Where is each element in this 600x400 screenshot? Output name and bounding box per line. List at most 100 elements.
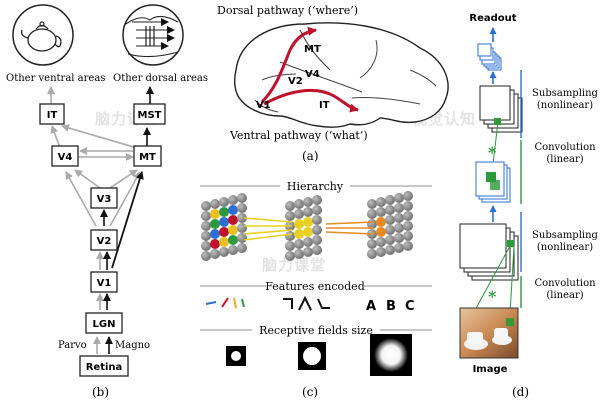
neuron-grid-layer3 bbox=[367, 191, 413, 259]
neuron-grid-layer1 bbox=[201, 193, 247, 261]
neuron-ball bbox=[285, 241, 295, 251]
svg-text:A: A bbox=[366, 299, 376, 314]
area-v1: V1 bbox=[256, 100, 271, 111]
brain-outline bbox=[233, 22, 449, 129]
node-lgn: LGN bbox=[85, 312, 123, 334]
area-mt: MT bbox=[304, 44, 321, 55]
neuron-ball bbox=[403, 201, 413, 211]
svg-text:MST: MST bbox=[138, 110, 162, 121]
neuron-ball bbox=[237, 223, 247, 233]
connection-fans bbox=[243, 217, 375, 241]
letter-features: A B C bbox=[366, 299, 415, 314]
neuron-ball bbox=[210, 199, 220, 209]
node-mst: MST bbox=[133, 103, 166, 125]
svg-text:Retina: Retina bbox=[86, 362, 123, 373]
receptive-field-small bbox=[226, 346, 246, 366]
neuron-ball bbox=[376, 237, 386, 247]
readout-feature-stack bbox=[477, 43, 502, 71]
convolution-label-lower: Convolution bbox=[534, 278, 596, 289]
neuron-ball bbox=[394, 213, 404, 223]
neuron-ball bbox=[303, 237, 313, 247]
neuron-ball bbox=[312, 225, 322, 235]
hierarchy-label: Hierarchy bbox=[287, 180, 344, 193]
neuron-ball bbox=[303, 227, 313, 237]
neuron-ball bbox=[312, 245, 322, 255]
node-v1: V1 bbox=[90, 271, 118, 293]
parvo-label: Parvo bbox=[58, 340, 87, 351]
neuron-ball bbox=[367, 209, 377, 219]
neuron-ball bbox=[312, 195, 322, 205]
neuron-ball bbox=[312, 205, 322, 215]
svg-text:IT: IT bbox=[47, 110, 58, 121]
magno-label: Magno bbox=[115, 340, 150, 351]
panel-a: Dorsal pathway (‘where’) Ventral pathway… bbox=[217, 4, 449, 163]
area-v4: V4 bbox=[305, 69, 320, 80]
ventral-stream-arrow bbox=[263, 89, 359, 113]
panel-d-label: (d) bbox=[512, 385, 529, 399]
neuron-ball bbox=[201, 201, 211, 211]
feature-map-upper bbox=[475, 161, 511, 203]
receptive-field-medium bbox=[298, 342, 326, 370]
panel-b-label: (b) bbox=[92, 385, 109, 399]
neuron-ball bbox=[385, 225, 395, 235]
neuron-ball bbox=[403, 231, 413, 241]
neuron-ball bbox=[367, 249, 377, 259]
node-mt: MT bbox=[133, 145, 162, 167]
edge-features-icon bbox=[205, 297, 245, 309]
neuron-ball bbox=[367, 199, 377, 209]
neuron-ball bbox=[376, 197, 386, 207]
convolution-note-lower: (linear) bbox=[546, 290, 583, 301]
ventral-pathway-label: Ventral pathway (‘what’) bbox=[229, 129, 368, 142]
neuron-ball bbox=[237, 243, 247, 253]
panel-b: Other ventral areas Other dorsal areas I… bbox=[6, 4, 208, 399]
dorsal-pathway-label: Dorsal pathway (‘where’) bbox=[217, 4, 358, 17]
svg-text:V4: V4 bbox=[58, 152, 73, 163]
neuron-ball bbox=[285, 211, 295, 221]
node-retina: Retina bbox=[79, 355, 129, 377]
node-v2: V2 bbox=[90, 229, 118, 251]
area-it: IT bbox=[319, 100, 330, 111]
neuron-ball bbox=[219, 227, 229, 237]
neuron-ball bbox=[219, 207, 229, 217]
svg-text:MT: MT bbox=[139, 152, 156, 163]
receptive-field-large bbox=[370, 334, 412, 376]
panel-c-label: (c) bbox=[302, 385, 318, 399]
teapot-icon bbox=[12, 4, 74, 66]
node-it: IT bbox=[39, 103, 65, 125]
neuron-ball bbox=[219, 217, 229, 227]
neuron-ball bbox=[394, 233, 404, 243]
neuron-ball bbox=[201, 231, 211, 241]
neuron-ball bbox=[403, 191, 413, 201]
other-dorsal-label: Other dorsal areas bbox=[113, 73, 208, 84]
neuron-ball bbox=[312, 215, 322, 225]
neuron-ball bbox=[403, 221, 413, 231]
convolution-star-lower: * bbox=[488, 287, 497, 306]
neuron-ball bbox=[303, 207, 313, 217]
neuron-ball bbox=[385, 235, 395, 245]
svg-text:LGN: LGN bbox=[93, 319, 116, 330]
neuron-ball bbox=[376, 247, 386, 257]
image-label: Image bbox=[473, 364, 508, 375]
neuron-ball bbox=[210, 219, 220, 229]
neuron-ball bbox=[201, 241, 211, 251]
neuron-ball bbox=[294, 229, 304, 239]
convolution-note-upper: (linear) bbox=[546, 154, 583, 165]
neuron-ball bbox=[394, 193, 404, 203]
watermark-center: 脑力课堂 bbox=[262, 256, 326, 274]
neuron-ball bbox=[394, 223, 404, 233]
neuron-ball bbox=[237, 203, 247, 213]
panel-a-label: (a) bbox=[302, 149, 319, 163]
neuron-ball bbox=[367, 239, 377, 249]
neuron-ball bbox=[385, 245, 395, 255]
neuron-ball bbox=[210, 249, 220, 259]
neuron-ball bbox=[294, 219, 304, 229]
neuron-ball bbox=[201, 251, 211, 261]
neuron-ball bbox=[228, 235, 238, 245]
subsampling-note-upper: (nonlinear) bbox=[537, 100, 593, 111]
neuron-ball bbox=[376, 207, 386, 217]
neuron-ball bbox=[285, 251, 295, 261]
neuron-ball bbox=[228, 245, 238, 255]
neuron-ball bbox=[201, 221, 211, 231]
panel-c: Hierarchy Features encoded A B C bbox=[200, 180, 432, 399]
